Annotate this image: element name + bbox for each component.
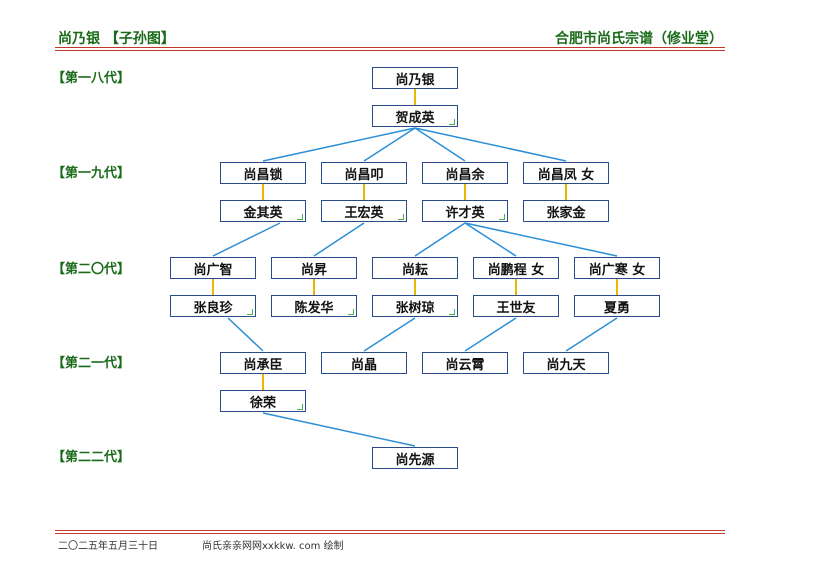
person-box[interactable]: 尚乃银: [372, 67, 458, 89]
generation-label-20: 【第二〇代】: [52, 262, 131, 277]
spouse-box[interactable]: 夏勇: [574, 295, 660, 317]
person-name: 尚鹏程 女: [487, 262, 545, 278]
person-name: 陈发华: [294, 300, 334, 316]
person-name: 尚乃银: [395, 72, 435, 88]
generation-label-21: 【第二一代】: [52, 356, 131, 371]
spouse-marker-icon: [449, 119, 455, 125]
descent-link: [212, 222, 281, 257]
footer-date: 二〇二五年五月三十日: [58, 541, 158, 552]
person-box[interactable]: 尚昇: [271, 257, 357, 279]
person-name: 金其英: [243, 205, 283, 221]
spouse-marker-icon: [398, 214, 404, 220]
spouse-marker-icon: [499, 214, 505, 220]
person-name: 徐荣: [249, 395, 276, 411]
spouse-box[interactable]: 贺成英: [372, 105, 458, 127]
person-name: 张树琼: [395, 300, 435, 316]
descent-link: [565, 317, 618, 352]
person-name: 张良珍: [193, 300, 233, 316]
descent-link: [227, 317, 264, 352]
person-name: 尚昌凤 女: [537, 167, 595, 183]
spouse-box[interactable]: 陈发华: [271, 295, 357, 317]
spouse-box[interactable]: 王宏英: [321, 200, 407, 222]
person-box[interactable]: 尚昌凤 女: [523, 162, 609, 184]
generation-label-18: 【第一八代】: [52, 71, 131, 86]
generation-label-19: 【第一九代】: [52, 166, 131, 181]
spouse-marker-icon: [297, 214, 303, 220]
descent-link: [262, 412, 416, 447]
person-box[interactable]: 尚云霄: [422, 352, 508, 374]
person-name: 尚云霄: [445, 357, 485, 373]
person-box[interactable]: 尚承臣: [220, 352, 306, 374]
person-box[interactable]: 尚晶: [321, 352, 407, 374]
descent-link: [464, 222, 517, 257]
descent-link: [363, 317, 416, 352]
descent-link: [262, 127, 416, 162]
person-name: 尚九天: [546, 357, 586, 373]
person-box[interactable]: 尚广智: [170, 257, 256, 279]
person-name: 许才英: [445, 205, 485, 221]
person-box[interactable]: 尚昌锁: [220, 162, 306, 184]
person-box[interactable]: 尚先源: [372, 447, 458, 469]
descent-link: [363, 127, 416, 162]
person-box[interactable]: 尚鹏程 女: [473, 257, 559, 279]
spouse-marker-icon: [348, 309, 354, 315]
spouse-box[interactable]: 金其英: [220, 200, 306, 222]
person-box[interactable]: 尚耘: [372, 257, 458, 279]
spouse-box[interactable]: 张树琼: [372, 295, 458, 317]
footer-rule-bottom: [55, 533, 725, 534]
person-name: 尚先源: [395, 452, 435, 468]
header-rule-top: [55, 47, 725, 48]
person-box[interactable]: 尚九天: [523, 352, 609, 374]
person-name: 王世友: [496, 300, 536, 316]
person-name: 尚昌叩: [344, 167, 384, 183]
person-name: 尚昌锁: [243, 167, 283, 183]
generation-label-22: 【第二二代】: [52, 450, 131, 465]
footer-credit: 尚氏亲亲网网xxkkw. com 绘制: [202, 541, 344, 552]
descent-link: [464, 222, 618, 257]
spouse-marker-icon: [297, 404, 303, 410]
person-name: 尚耘: [401, 262, 428, 278]
spouse-marker-icon: [449, 309, 455, 315]
person-name: 尚昇: [300, 262, 327, 278]
spouse-box[interactable]: 张良珍: [170, 295, 256, 317]
spouse-box[interactable]: 徐荣: [220, 390, 306, 412]
person-box[interactable]: 尚昌叩: [321, 162, 407, 184]
spouse-box[interactable]: 王世友: [473, 295, 559, 317]
descent-link: [414, 127, 567, 162]
spouse-box[interactable]: 许才英: [422, 200, 508, 222]
person-name: 尚广寒 女: [588, 262, 646, 278]
person-name: 张家金: [546, 205, 586, 221]
descent-link: [414, 127, 466, 162]
person-name: 尚昌余: [445, 167, 485, 183]
person-name: 王宏英: [344, 205, 384, 221]
person-name: 尚晶: [350, 357, 377, 373]
footer-rule-top: [55, 530, 725, 531]
spouse-marker-icon: [247, 309, 253, 315]
person-name: 尚承臣: [243, 357, 283, 373]
spouse-box[interactable]: 张家金: [523, 200, 609, 222]
person-name: 尚广智: [193, 262, 233, 278]
descent-link: [464, 317, 517, 352]
header-left-title: 尚乃银 【子孙图】: [58, 31, 175, 47]
person-box[interactable]: 尚昌余: [422, 162, 508, 184]
person-name: 夏勇: [603, 300, 630, 316]
person-box[interactable]: 尚广寒 女: [574, 257, 660, 279]
descent-link: [414, 222, 466, 257]
person-name: 贺成英: [395, 110, 435, 126]
descent-link: [313, 222, 365, 257]
header-rule-bottom: [55, 50, 725, 51]
header-right-title: 合肥市尚氏宗谱（修业堂）: [555, 31, 723, 47]
